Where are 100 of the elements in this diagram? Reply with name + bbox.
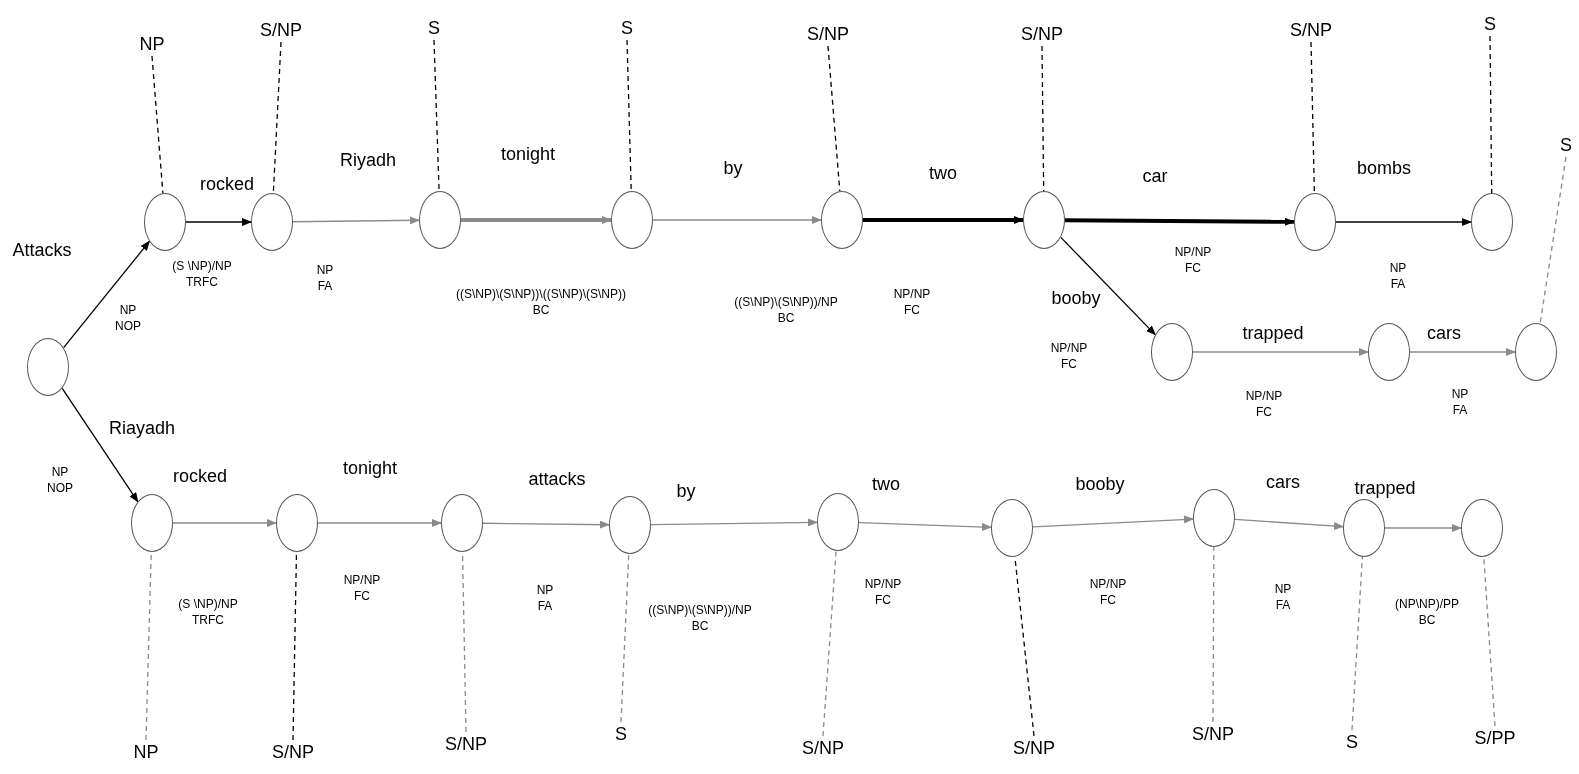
leader-line <box>151 55 164 194</box>
rule-annotation: BC <box>1418 612 1436 628</box>
leader-line <box>620 553 630 723</box>
rule-annotation: FC <box>1100 592 1116 608</box>
rule-annotation: FA <box>317 278 333 294</box>
state-circle <box>1193 489 1235 547</box>
category-annotation: NP/NP <box>343 572 381 588</box>
state-circle <box>1343 499 1385 557</box>
state-circle <box>131 494 173 552</box>
category-label: S/NP <box>994 736 1074 760</box>
leader-line <box>1351 556 1364 731</box>
state-circle <box>609 496 651 554</box>
state-circle <box>27 338 69 396</box>
leader-line <box>827 45 841 192</box>
category-label: S <box>1526 133 1579 157</box>
category-annotation: NP/NP <box>1245 388 1283 404</box>
category-label: S/NP <box>241 18 321 42</box>
arrow <box>61 387 139 503</box>
arrow <box>1384 524 1462 532</box>
arrow <box>858 522 992 531</box>
edge-label: by <box>675 482 697 500</box>
state-circle <box>611 191 653 249</box>
category-label: S <box>394 16 474 40</box>
leader-line <box>433 39 440 192</box>
category-annotation: NP <box>316 262 334 278</box>
arrow <box>1060 236 1156 336</box>
edge-label: car <box>1141 167 1169 185</box>
category-label: NP <box>106 740 186 764</box>
category-annotation: NP <box>536 582 554 598</box>
edge-label: bombs <box>1356 159 1412 177</box>
arrow <box>1234 518 1344 530</box>
state-circle <box>817 493 859 551</box>
leader-line <box>272 41 282 194</box>
edge-label: tonight <box>500 145 556 163</box>
arrow <box>185 218 252 226</box>
edge-label: two <box>928 164 958 182</box>
state-circle <box>821 191 863 249</box>
category-label: S/NP <box>1173 722 1253 746</box>
category-label: S/PP <box>1455 726 1535 750</box>
category-label: S/NP <box>788 22 868 46</box>
category-annotation: (NP\NP)/PP <box>1395 596 1459 612</box>
edge-label: Attacks <box>11 241 73 259</box>
rule-annotation: FA <box>1452 402 1468 418</box>
arrow <box>863 216 1024 224</box>
edge-label: Riyadh <box>339 151 397 169</box>
leader-line <box>1483 556 1496 727</box>
category-label: S <box>1450 12 1530 36</box>
arrow <box>1192 348 1369 356</box>
leader-line <box>1310 41 1316 194</box>
leader-line <box>822 550 837 737</box>
category-annotation: NP <box>1451 386 1469 402</box>
edge-label: tonight <box>342 459 398 477</box>
arrow <box>650 518 818 527</box>
category-annotation: NP/NP <box>1174 244 1212 260</box>
category-annotation: NP <box>1274 581 1292 597</box>
state-circle <box>251 193 293 251</box>
rule-annotation: TRFC <box>186 274 218 290</box>
state-circle <box>1461 499 1503 557</box>
state-circle <box>1023 191 1065 249</box>
category-annotation: NP/NP <box>1089 576 1127 592</box>
category-label: S/NP <box>1002 22 1082 46</box>
category-annotation: (S \NP)/NP <box>178 596 238 612</box>
edge-label: booby <box>1050 289 1102 307</box>
edge-label: trapped <box>1353 479 1417 497</box>
rule-annotation: NOP <box>115 318 141 334</box>
category-annotation: ((S\NP)\(S\NP))/NP <box>734 294 838 310</box>
category-annotation: NP/NP <box>893 286 931 302</box>
rule-annotation: BC <box>777 310 795 326</box>
leader-line <box>1489 35 1493 194</box>
arrow <box>461 216 612 224</box>
category-label: S/NP <box>253 740 333 764</box>
rule-annotation: FC <box>354 588 370 604</box>
state-circle <box>276 494 318 552</box>
leader-line <box>626 39 632 192</box>
arrow <box>652 216 822 224</box>
category-annotation: NP/NP <box>864 576 902 592</box>
category-annotation: NP <box>1389 260 1407 276</box>
rule-annotation: FC <box>1185 260 1201 276</box>
rule-annotation: FC <box>1061 356 1077 372</box>
state-circle <box>1294 193 1336 251</box>
edge-label: rocked <box>172 467 228 485</box>
leader-line <box>1539 156 1567 325</box>
rule-annotation: FC <box>904 302 920 318</box>
state-circle <box>991 499 1033 557</box>
edge-label: by <box>722 159 744 177</box>
rule-annotation: FC <box>1256 404 1272 420</box>
category-annotation: ((S\NP)\(S\NP))/NP <box>648 602 752 618</box>
rule-annotation: BC <box>691 618 709 634</box>
state-circle <box>1368 323 1410 381</box>
edge-label: Riayadh <box>108 419 176 437</box>
state-circle <box>441 494 483 552</box>
state-circle <box>1515 323 1557 381</box>
edge-label: cars <box>1265 473 1301 491</box>
state-circle <box>144 193 186 251</box>
rule-annotation: TRFC <box>192 612 224 628</box>
rule-annotation: FC <box>875 592 891 608</box>
category-annotation: NP <box>119 302 137 318</box>
edge-label: booby <box>1074 475 1126 493</box>
edge-label: cars <box>1426 324 1462 342</box>
category-annotation: NP <box>51 464 69 480</box>
